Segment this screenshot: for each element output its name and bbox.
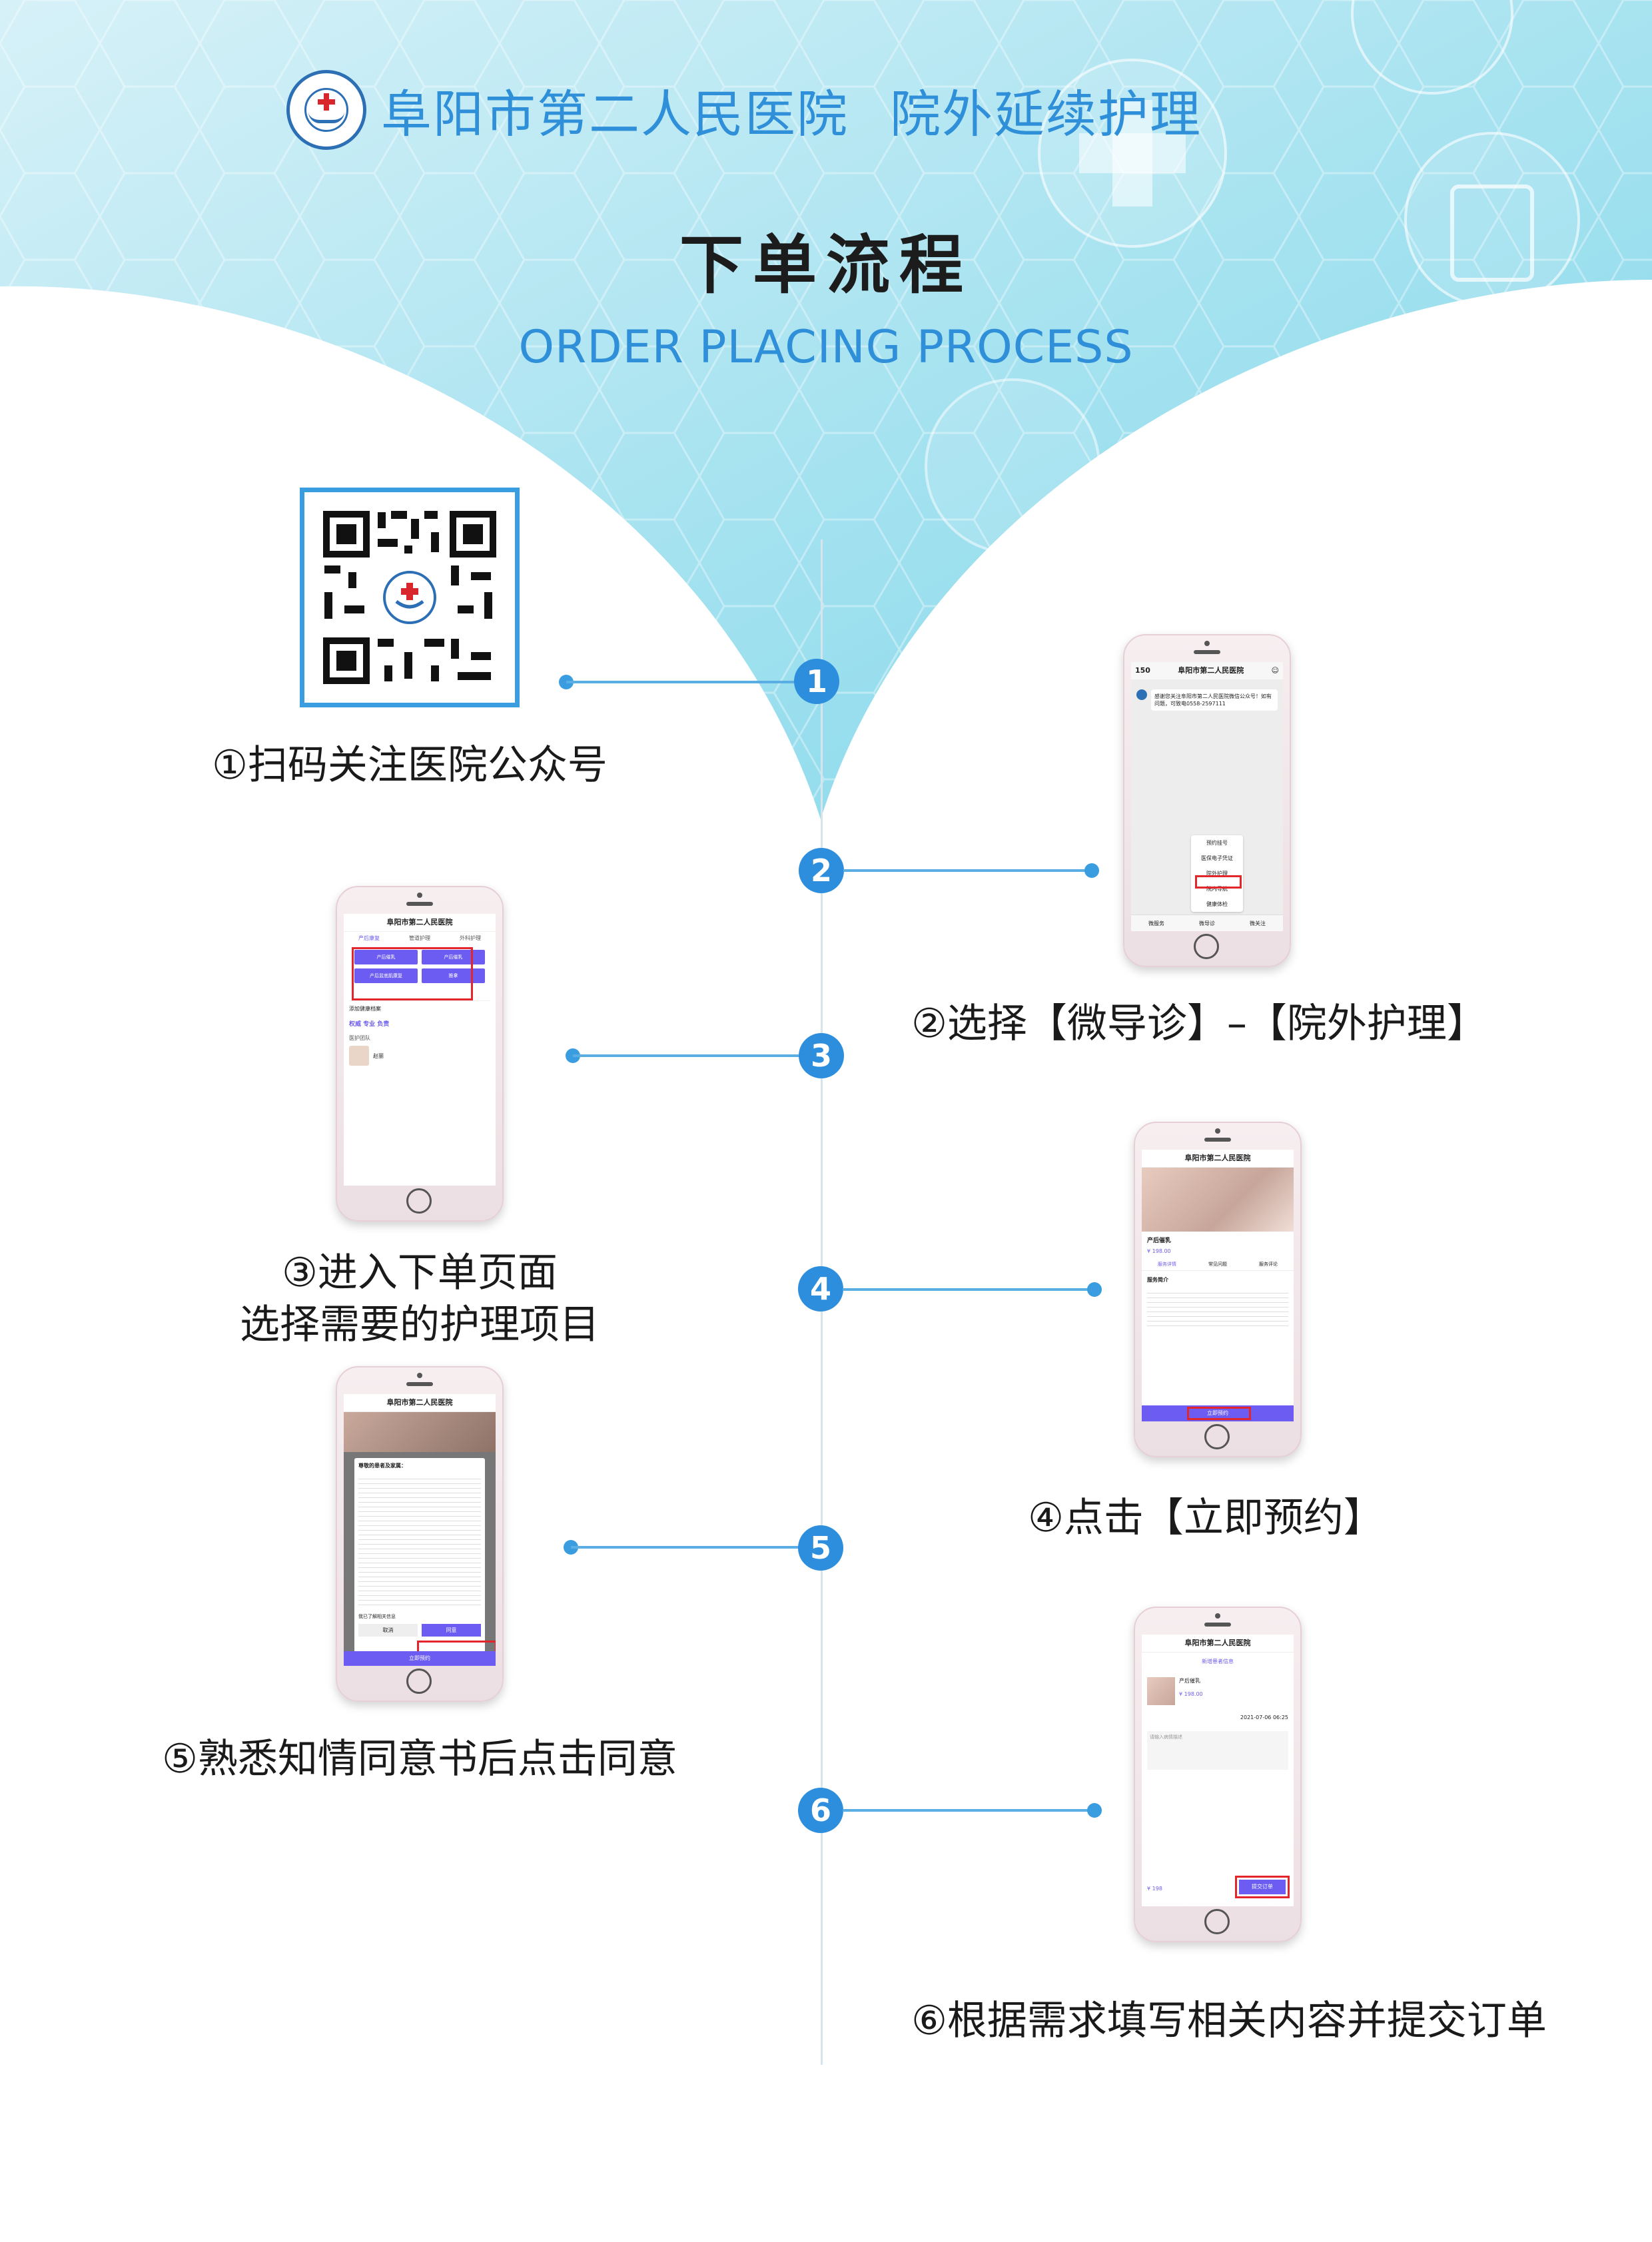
service-item[interactable]: 产后盆底肌康复 [354,968,418,983]
step3-connector [573,1054,799,1057]
step1-number: 1 [794,659,839,704]
step4-number: 4 [798,1266,843,1311]
cancel-button[interactable]: 取消 [358,1624,418,1637]
highlight-box [1195,875,1242,889]
service-photo [1142,1168,1294,1232]
screen-title: 阜阳市第二人民医院 [344,914,496,932]
service-name: 院外延续护理 [890,85,1202,144]
step2-connector-dot [1084,863,1099,878]
step6-phone: 阜阳市第二人民医院 新增患者信息 产后催乳 ¥ 198.00 2021-07-0… [1134,1607,1302,1942]
step4-caption: ④点击【立即预约】 [1028,1495,1384,1541]
page-subtitle: ORDER PLACING PROCESS [518,321,1134,374]
consent-check[interactable]: 我已了解相关信息 [358,1614,396,1619]
menu-item-outside-care[interactable]: 院外护理 [1206,871,1228,877]
step6-number: 6 [798,1788,843,1833]
service-name: 产后催乳 [1147,1238,1172,1244]
step2-number: 2 [799,848,844,893]
highlight-box [1187,1407,1251,1420]
tab-surgery[interactable]: 外科护理 [460,935,481,941]
step5-phone: 阜阳市第二人民医院 尊敬的患者及家属： 我已了解相关信息 取消 同意 立即预约 [336,1366,504,1702]
step2-connector [843,869,1090,872]
step4-connector-dot [1087,1282,1102,1297]
total-price: ¥ 198 [1147,1886,1162,1892]
screen-title: 阜阳市第二人民医院 [344,1394,496,1412]
tab-guide[interactable]: 微导诊 [1199,920,1215,927]
service-item[interactable]: 产后催乳 [354,950,418,964]
health-record[interactable]: 添加健康档案 [349,1000,490,1012]
step3-caption-line1: ③进入下单页面 [282,1250,558,1296]
consent-text [358,1475,481,1608]
service-price: ¥ 198.00 [1179,1691,1203,1697]
chat-message: 感谢您关注阜阳市第二人民医院微信公众号！如有问题，可致电0558-2597111 [1151,689,1278,711]
remark-input[interactable]: 请输入病情描述 [1147,1731,1288,1770]
chat-title: 阜阳市第二人民医院 [1178,666,1244,675]
step4-phone: 阜阳市第二人民医院 产后催乳 ¥ 198.00 服务详情 常见问题 服务评论 服… [1134,1122,1302,1457]
consent-greeting: 尊敬的患者及家属： [358,1463,406,1469]
step5-number: 5 [798,1525,843,1571]
step3-caption-line2: 选择需要的护理项目 [240,1302,600,1348]
hospital-logo [286,70,366,150]
consent-dialog: 尊敬的患者及家属： 我已了解相关信息 取消 同意 [354,1458,485,1658]
tab-postpartum[interactable]: 产后康复 [358,935,380,941]
section-heading: 服务简介 [1147,1277,1168,1283]
back-button[interactable]: 150 [1135,666,1150,675]
screen-title: 阜阳市第二人民医院 [1142,1635,1294,1653]
tab-follow[interactable]: 微关注 [1250,920,1266,927]
step5-caption: ⑤熟悉知情同意书后点击同意 [162,1736,677,1782]
book-now-button[interactable]: 立即预约 [344,1651,496,1666]
service-thumb [1147,1677,1175,1705]
step4-connector [843,1288,1092,1291]
step3-phone: 阜阳市第二人民医院 产后康复 管道护理 外科护理 产后催乳 产后催乳 产后盆底肌… [336,886,504,1222]
service-price: ¥ 198.00 [1147,1248,1171,1254]
page-title: 下单流程 [679,228,973,302]
step1-connector [566,681,801,683]
tab-service[interactable]: 微服务 [1148,920,1164,927]
step5-connector [571,1546,801,1549]
profile-icon[interactable]: ☺ [1271,666,1279,675]
service-photo [344,1412,496,1452]
submenu: 预约挂号 医保电子凭证 院外护理 院内导航 健康体检 [1191,835,1243,912]
service-name: 产后催乳 [1179,1678,1200,1684]
slogan: 权威 专业 负责 [349,1021,390,1028]
menu-item[interactable]: 医保电子凭证 [1201,855,1233,861]
hospital-name: 阜阳市第二人民医院 [381,85,849,144]
menu-item[interactable]: 预约挂号 [1206,840,1228,846]
tab-tube[interactable]: 管道护理 [409,935,430,941]
qr-code[interactable] [300,488,520,707]
menu-item[interactable]: 健康体检 [1206,901,1228,907]
step3-number: 3 [799,1033,844,1078]
qr-code-pattern [304,492,515,703]
step6-caption: ⑥根据需求填写相关内容并提交订单 [911,1998,1547,2044]
step6-connector-dot [1087,1803,1102,1818]
highlight-box [1235,1876,1290,1898]
submit-order-button[interactable]: 提交订单 [1239,1880,1286,1894]
menu-item[interactable]: 院内导航 [1206,886,1228,892]
doctor-avatar [349,1046,369,1066]
description-text [1147,1289,1288,1329]
add-patient-button[interactable]: 新增患者信息 [1202,1659,1234,1665]
service-time[interactable]: 2021-07-06 06:25 [1240,1714,1288,1720]
tab-faq[interactable]: 常见问题 [1208,1262,1227,1267]
doctor-name: 赵丽 [373,1052,384,1059]
agree-button[interactable]: 同意 [422,1624,481,1637]
step2-caption: ②选择【微导诊】–【院外护理】 [911,1000,1487,1047]
step2-phone: 150 阜阳市第二人民医院 ☺ 感谢您关注阜阳市第二人民医院微信公众号！如有问题… [1123,634,1291,967]
step6-connector [843,1809,1092,1812]
tab-detail[interactable]: 服务详情 [1158,1262,1176,1267]
screen-title: 阜阳市第二人民医院 [1142,1150,1294,1168]
service-item[interactable]: 产后催乳 [422,950,485,964]
step1-caption: ①扫码关注医院公众号 [212,742,608,789]
service-item[interactable]: 推拿 [422,968,485,983]
tab-review[interactable]: 服务评论 [1259,1262,1278,1267]
header: 阜阳市第二人民医院 院外延续护理 [286,67,1202,153]
highlight-box [352,947,473,1000]
avatar [1136,689,1147,700]
team-heading: 医护团队 [349,1035,370,1041]
